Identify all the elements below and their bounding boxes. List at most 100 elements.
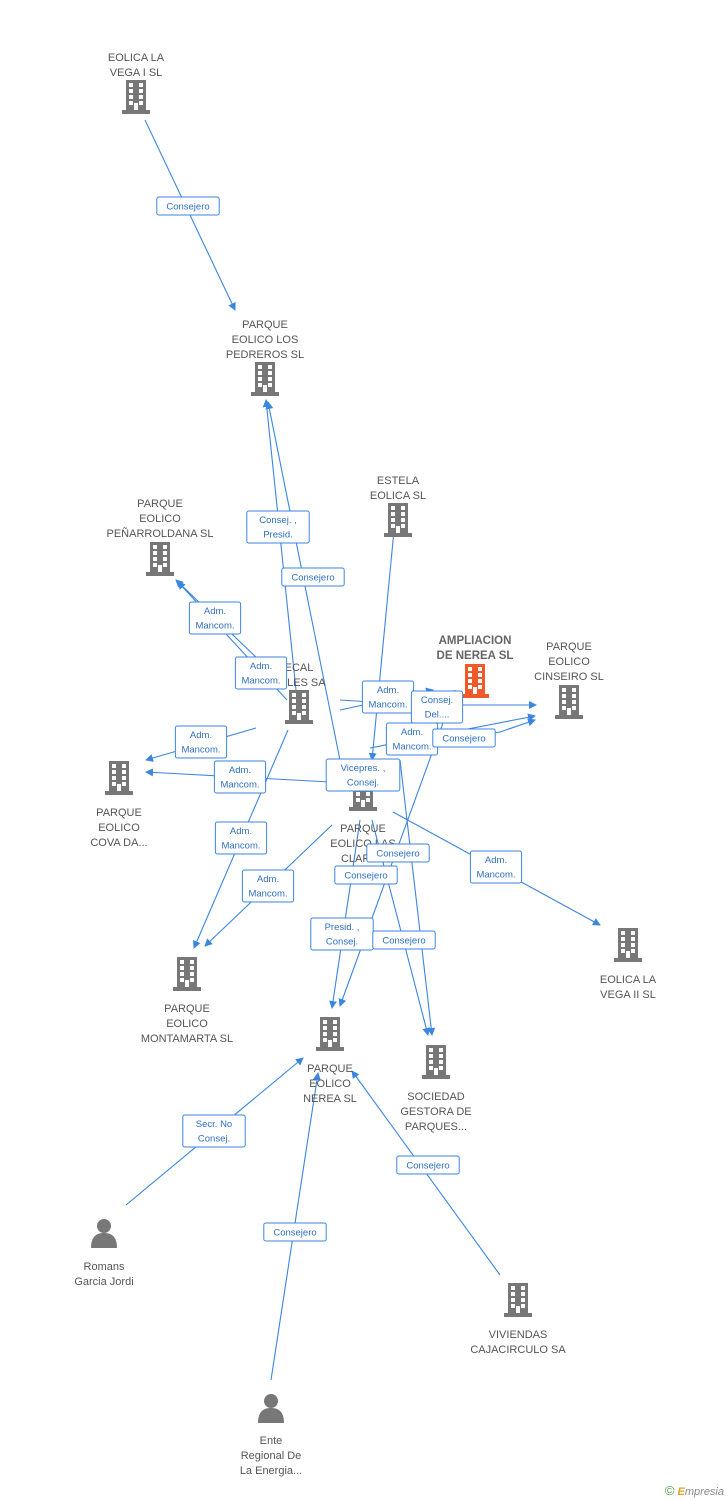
node-label: PARQUE <box>164 1003 210 1015</box>
edge-badge-box <box>182 1114 246 1148</box>
edge-badge-label: Adm. <box>401 727 423 738</box>
node-label: PARQUE <box>137 498 183 510</box>
edge-badge-label: Secr. No <box>196 1119 232 1130</box>
edge-badge-box <box>469 850 523 884</box>
edge-badge-label: Consejero <box>273 1228 316 1239</box>
edge-badge-box <box>214 821 268 855</box>
node-pe-cova[interactable]: PARQUE EOLICO COVA DA... <box>90 761 148 849</box>
node-label: ECAL <box>285 662 314 674</box>
node-label: GESTORA DE <box>400 1106 471 1118</box>
edge-badge[interactable]: Consej.Del.... <box>410 690 464 724</box>
edge-badge-label: Adm. <box>250 661 272 672</box>
node-label: EOLICO <box>139 513 181 525</box>
edge-line <box>368 519 396 761</box>
edge-badge[interactable]: Adm.Mancom. <box>241 869 295 903</box>
edge-badge-box <box>188 601 242 635</box>
edge-badge[interactable]: Presid. ,Consej. <box>310 917 374 951</box>
node-label: CINSEIRO SL <box>534 671 604 683</box>
building-icon <box>146 542 174 576</box>
edge-badge-label: Adm. <box>485 855 507 866</box>
edge-badge[interactable]: Consejero <box>281 567 345 587</box>
edge-badge[interactable]: Consej. ,Presid. <box>246 510 310 544</box>
node-label: PARQUE <box>242 319 288 331</box>
node-label: CAJACIRCULO SA <box>470 1344 566 1356</box>
building-icon <box>316 1017 344 1051</box>
edge-badge-label: Mancom. <box>221 841 260 852</box>
edge-badge[interactable]: Adm.Mancom. <box>174 725 228 759</box>
edge-badge-box <box>396 1155 460 1175</box>
edge-badge[interactable]: Adm.Mancom. <box>188 601 242 635</box>
node-label: EOLICA SL <box>370 490 426 502</box>
node-label: NEREA SL <box>303 1093 357 1105</box>
building-icon <box>122 80 150 114</box>
edge-badge[interactable]: Vicepres. ,Consej. <box>325 758 401 792</box>
edge-badge-box <box>334 865 398 885</box>
node-label: Regional De <box>241 1450 302 1462</box>
edge-badge[interactable]: Consejero <box>334 865 398 885</box>
edge-badge[interactable]: Consejero <box>432 728 496 748</box>
building-icon <box>461 664 489 698</box>
node-label: La Energia... <box>240 1465 302 1477</box>
node-label: MONTAMARTA SL <box>141 1033 233 1045</box>
node-label: EOLICO <box>309 1078 351 1090</box>
edge-badge[interactable]: Consejero <box>263 1222 327 1242</box>
edge-badge[interactable]: Consejero <box>366 843 430 863</box>
edge-badge-box <box>432 728 496 748</box>
edge-badge-label: Consejero <box>406 1161 449 1172</box>
edge-badge-label: Consejero <box>291 573 334 584</box>
edge-badge-box <box>234 656 288 690</box>
edge-badge[interactable]: Adm.Mancom. <box>214 821 268 855</box>
node-pe-montamarta[interactable]: PARQUE EOLICO MONTAMARTA SL <box>141 957 233 1045</box>
edge-badge-box <box>241 869 295 903</box>
edge-badge-label: Adm. <box>377 685 399 696</box>
edge-badge[interactable]: Consejero <box>156 196 220 216</box>
node-label: PARQUE <box>546 641 592 653</box>
edge-badge-label: Vicepres. , <box>341 763 386 774</box>
person-icon <box>91 1219 117 1248</box>
node-label: PARQUE <box>340 823 386 835</box>
node-label: VEGA II SL <box>600 989 656 1001</box>
edge-badge-label: Consejero <box>382 936 425 947</box>
edge-line <box>399 759 436 1036</box>
edge-badge-label: Mancom. <box>220 780 259 791</box>
empresia-logo[interactable]: © Empresia <box>665 1483 724 1498</box>
building-icon <box>384 503 412 537</box>
node-label: EOLICO <box>98 822 140 834</box>
edge-badge[interactable]: Adm.Mancom. <box>361 680 415 714</box>
edge-badge[interactable]: Consejero <box>372 930 436 950</box>
building-icon <box>504 1283 532 1317</box>
edge-badge-box <box>174 725 228 759</box>
node-label: PEDREROS SL <box>226 349 304 361</box>
building-icon <box>614 928 642 962</box>
edge-badge-label: Consejero <box>166 202 209 213</box>
node-label: EOLICO LOS <box>232 334 299 346</box>
edge-badge-label: Presid. , <box>325 922 360 933</box>
node-label: COVA DA... <box>90 837 147 849</box>
node-label: PARQUE <box>96 807 142 819</box>
node-pe-pedreros[interactable]: PARQUE EOLICO LOS PEDREROS SL <box>226 319 304 396</box>
edge-badge[interactable]: Adm.Mancom. <box>385 722 439 756</box>
edge-badge[interactable]: Consejero <box>396 1155 460 1175</box>
edge-badge[interactable]: Adm.Mancom. <box>213 760 267 794</box>
edge-badge-box <box>281 567 345 587</box>
edge-badge-box <box>156 196 220 216</box>
node-label: EOLICO <box>166 1018 208 1030</box>
edge-badge[interactable]: Adm.Mancom. <box>469 850 523 884</box>
building-icon <box>422 1045 450 1079</box>
edge-line <box>262 399 297 691</box>
node-label: AMPLIACION <box>439 635 512 647</box>
edge-badge[interactable]: Adm.Mancom. <box>234 656 288 690</box>
